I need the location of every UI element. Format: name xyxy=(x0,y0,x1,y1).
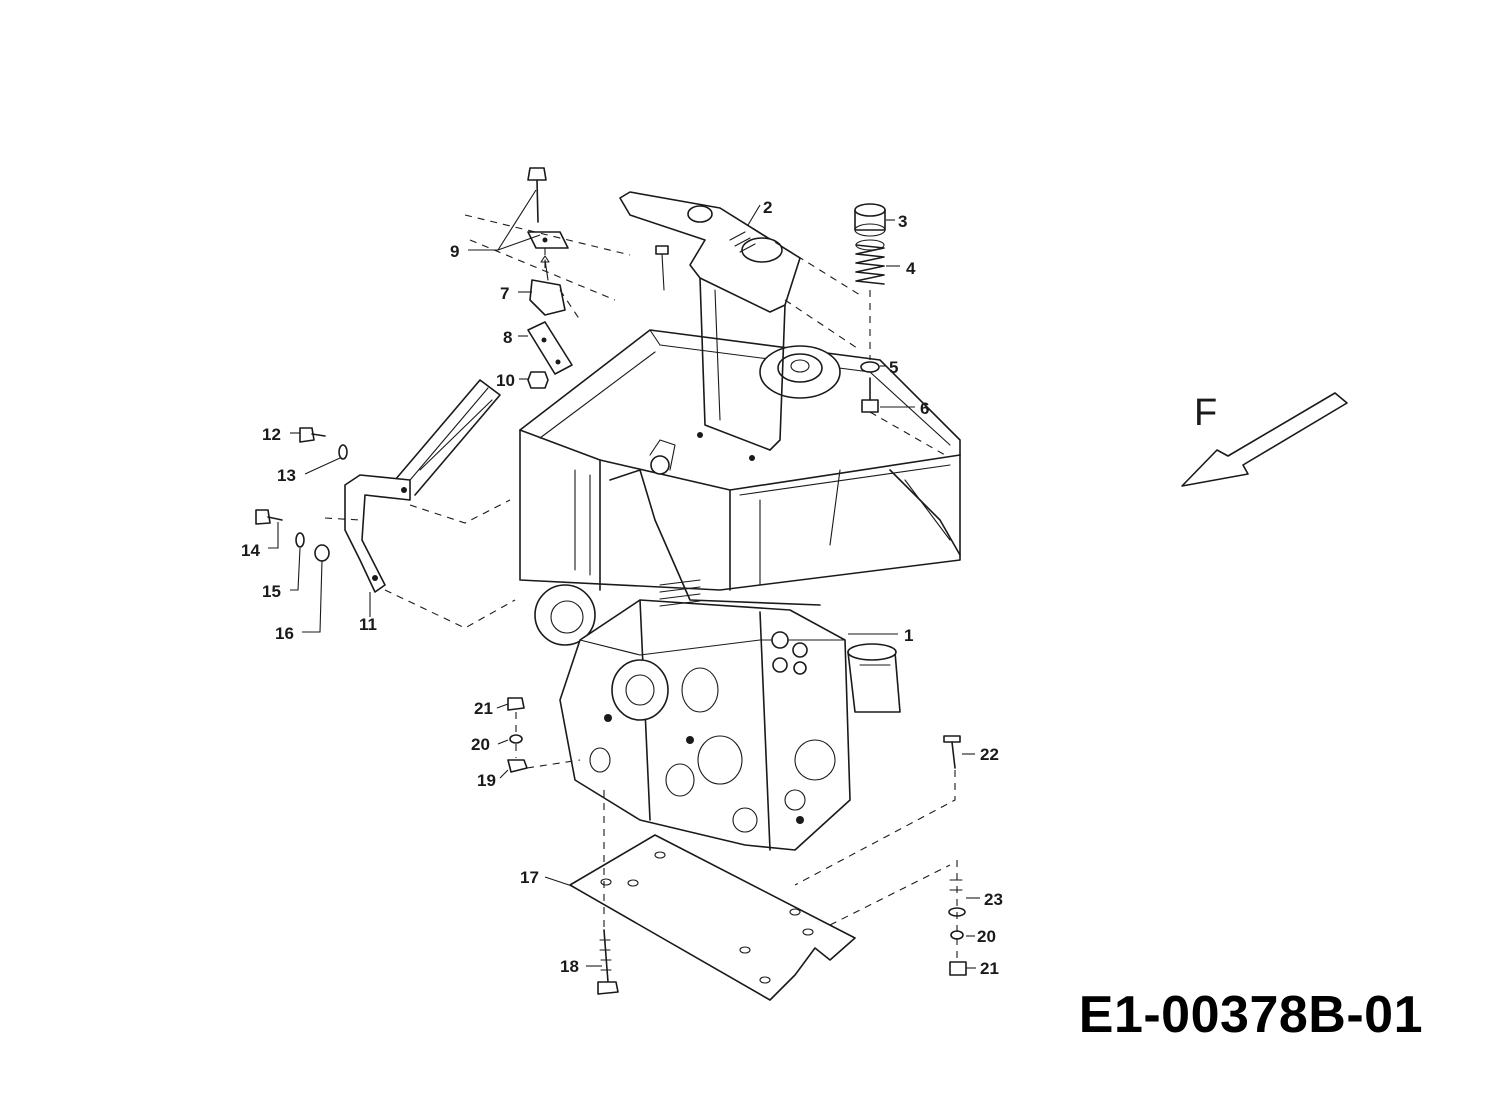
callout-1: 1 xyxy=(904,626,913,645)
callout-13: 13 xyxy=(277,466,296,485)
callout-12: 12 xyxy=(262,425,281,444)
callout-15: 15 xyxy=(262,582,281,601)
callout-4: 4 xyxy=(906,259,916,278)
callout-22: 22 xyxy=(980,745,999,764)
callout-6: 6 xyxy=(920,399,929,418)
diagram-code: E1-00378B-01 xyxy=(1078,986,1423,1044)
callout-10: 10 xyxy=(496,371,515,390)
callout-20-upper: 20 xyxy=(471,735,490,754)
callout-21-upper: 21 xyxy=(474,699,493,718)
engine-assembly xyxy=(519,329,961,851)
callout-5: 5 xyxy=(889,358,898,377)
callout-labels: 1 2 3 4 5 6 7 8 9 10 11 12 13 14 15 16 1… xyxy=(241,198,1003,978)
callout-7: 7 xyxy=(500,284,509,303)
callout-20-lower: 20 xyxy=(977,927,996,946)
callout-8: 8 xyxy=(503,328,512,347)
callout-9: 9 xyxy=(450,242,459,261)
throttle-bracket-group xyxy=(464,167,631,389)
callout-11: 11 xyxy=(359,615,377,634)
callout-18: 18 xyxy=(560,957,579,976)
callout-21-lower: 21 xyxy=(980,959,999,978)
callout-17: 17 xyxy=(520,868,539,887)
front-direction-arrow: F xyxy=(1181,392,1348,487)
base-plate-group xyxy=(507,697,967,1001)
callout-3: 3 xyxy=(898,212,907,231)
callout-19: 19 xyxy=(477,771,496,790)
upper-bracket-group xyxy=(619,191,946,461)
direction-label: F xyxy=(1194,392,1217,434)
side-bracket-group xyxy=(255,379,516,629)
callout-16: 16 xyxy=(275,624,294,643)
callout-23: 23 xyxy=(984,890,1003,909)
callout-2: 2 xyxy=(763,198,772,217)
leader-lines xyxy=(268,189,980,969)
callout-14: 14 xyxy=(241,541,260,560)
